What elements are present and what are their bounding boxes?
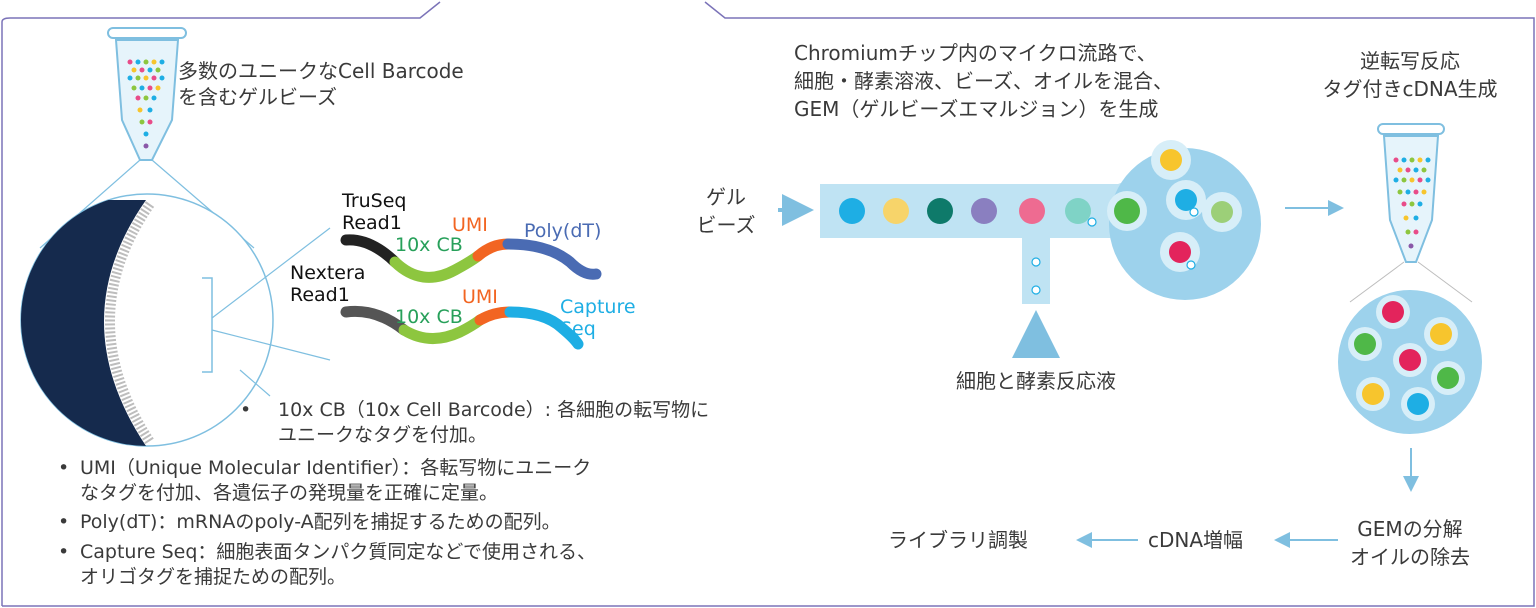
bullet-cb-line2: ユニークなタグを付加。 (278, 424, 488, 446)
bullet-cb-line1: 10x CB（10x Cell Barcode）: 各細胞の転写物に (278, 399, 710, 421)
umi-label-a: UMI (452, 214, 488, 236)
umi-label-b: UMI (462, 286, 498, 308)
rt-gem-closeup (1338, 290, 1482, 434)
capture-label-1: Capture (560, 296, 636, 318)
bead-title-line2: を含むゲルビーズ (178, 85, 337, 109)
zoom-line (1417, 261, 1473, 303)
chip-desc-line1: Chromiumチップ内のマイクロ流路で、 (794, 41, 1157, 65)
capture-label-2: Seq (560, 318, 596, 340)
gel-label-line2: ビーズ (696, 213, 756, 237)
bullet-capture: • Capture Seq：細胞表面タンパク質同定などで使用される、 オリゴタグ… (58, 541, 597, 588)
bullet-umi: • UMI（Unique Molecular Identifier）：各転写物に… (58, 457, 592, 504)
rt-label-line2: タグ付きcDNA生成 (1322, 77, 1498, 101)
nextera-label: Nextera (290, 262, 366, 284)
chip-desc-line3: GEM（ゲルビーズエマルジョン）を生成 (794, 97, 1159, 121)
rt-label-line1: 逆転写反応 (1360, 49, 1460, 73)
oligo-nextera (340, 305, 584, 350)
bullet-polydt-text: Poly(dT)：mRNAのpoly-A配列を捕捉するための配列。 (80, 511, 561, 533)
bracket (202, 277, 213, 373)
bullet-umi-line2: なタグを付加、各遺伝子の発現量を正確に定量。 (80, 482, 499, 504)
chip-desc-line2: 細胞・酵素溶液、ビーズ、オイルを混合、 (794, 69, 1173, 93)
bead-title-line1: 多数のユニークなCell Barcode (178, 59, 464, 83)
rt-tube (1377, 123, 1445, 263)
gem-break-line1: GEMの分解 (1357, 517, 1463, 541)
library-prep-label: ライブラリ調製 (888, 528, 1028, 552)
gem-break-line2: オイルの除去 (1350, 545, 1470, 569)
bullet-polydt: • Poly(dT)：mRNAのpoly-A配列を捕捉するための配列。 (58, 511, 561, 533)
gel-label-line1: ゲル (706, 185, 746, 209)
bullet-umi-line1: UMI（Unique Molecular Identifier）：各転写物にユニ… (80, 457, 592, 479)
cdna-amp-label: cDNA増幅 (1148, 528, 1244, 552)
gel-bead-tube (107, 27, 187, 161)
microfluidic-chip (778, 140, 1261, 358)
gel-bead-closeup (20, 193, 331, 447)
tube-bead-dots (127, 59, 165, 149)
channel-beads (839, 198, 1097, 295)
cb-label-a: 10x CB (395, 234, 463, 256)
cb-label-b: 10x CB (395, 306, 463, 328)
zoom-line (1349, 261, 1405, 303)
bullet-capture-line1: Capture Seq：細胞表面タンパク質同定などで使用される、 (80, 541, 597, 563)
oligo-truseq (340, 234, 602, 283)
bullet-capture-line2: オリゴタグを捕捉ための配列。 (80, 566, 347, 588)
bullet-cb: • 10x CB（10x Cell Barcode）: 各細胞の転写物に ユニー… (240, 399, 710, 446)
polydt-label: Poly(dT) (524, 220, 602, 242)
read1-label-b: Read1 (290, 284, 350, 306)
gem-droplets (1107, 140, 1242, 272)
cells-enzyme-label: 細胞と酵素反応液 (956, 369, 1116, 393)
truseq-label: TruSeq (342, 190, 407, 212)
read1-label-a: Read1 (342, 212, 402, 234)
